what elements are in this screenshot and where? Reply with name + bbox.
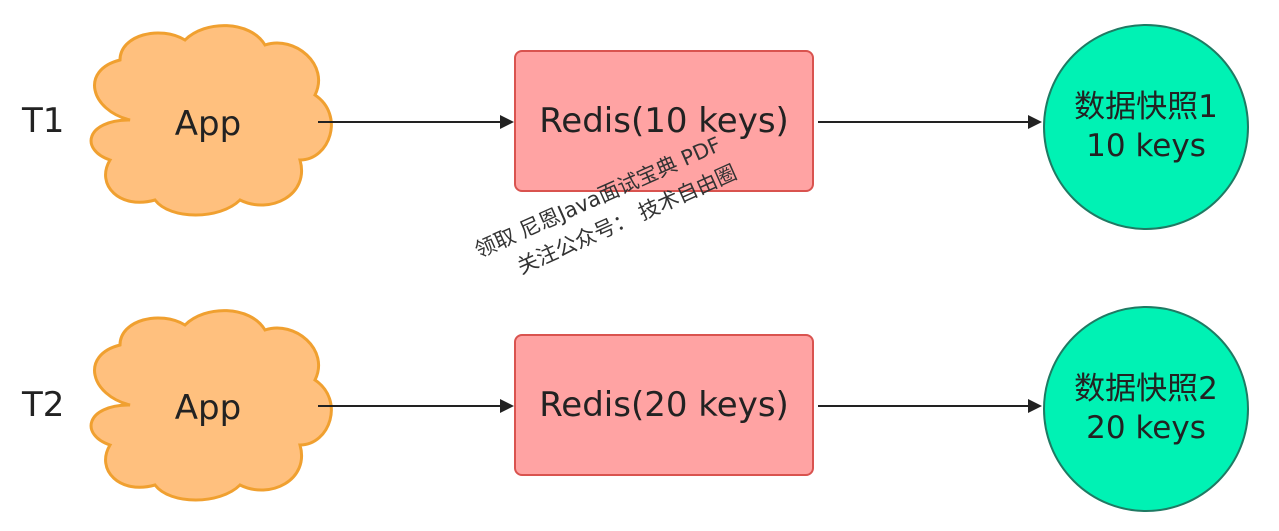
app-label-t2: App	[174, 388, 242, 428]
snapshot-keys-t2: 20 keys	[1086, 410, 1206, 446]
row-label-t1: T1	[22, 101, 65, 141]
redis-node-t2: Redis(20 keys)	[514, 334, 814, 476]
redis-label-t2: Redis(20 keys)	[539, 385, 789, 425]
app-cloud-t2	[89, 309, 333, 502]
redis-label-t1: Redis(10 keys)	[539, 101, 789, 141]
snapshot-title-t2: 数据快照2	[1074, 371, 1218, 408]
snapshot-keys-t1: 10 keys	[1086, 128, 1206, 164]
redis-node-t1: Redis(10 keys)	[514, 50, 814, 192]
app-cloud-t1	[89, 24, 333, 217]
snapshot-node-t1: 数据快照1 10 keys	[1043, 24, 1249, 230]
app-label-t1: App	[174, 104, 242, 144]
snapshot-node-t2: 数据快照2 20 keys	[1043, 306, 1249, 512]
snapshot-title-t1: 数据快照1	[1074, 89, 1218, 126]
row-label-t2: T2	[22, 385, 65, 425]
